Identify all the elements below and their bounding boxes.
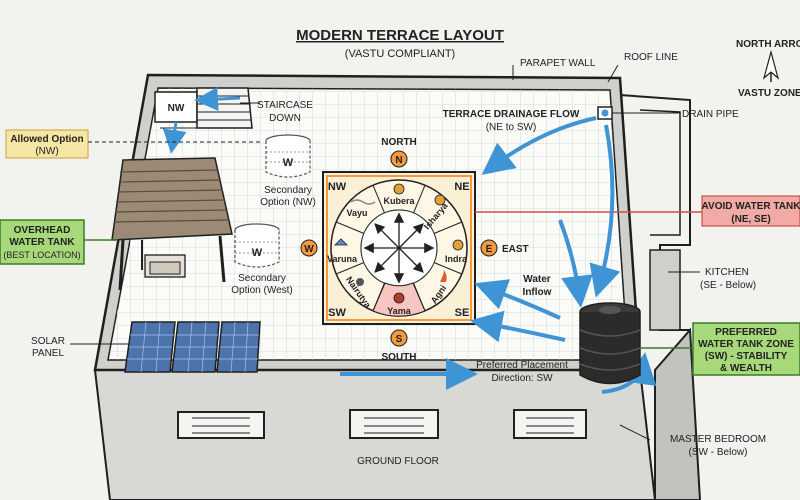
- page-subtitle: (VASTU COMPLIANT): [345, 48, 455, 60]
- master-bedroom-note: (SW - Below): [689, 447, 748, 458]
- overhead-tank-title: OVERHEAD: [14, 225, 71, 236]
- solar-label: SOLAR: [31, 336, 65, 347]
- vastu-compass: [322, 171, 476, 325]
- window: [349, 409, 439, 439]
- window: [177, 411, 265, 439]
- stair-flow-arrow: [162, 121, 187, 154]
- drain-pipe-label: DRAIN PIPE: [682, 109, 739, 120]
- preferred-zone-box: [692, 322, 800, 376]
- page-title: MODERN TERRACE LAYOUT: [296, 27, 504, 44]
- nairutya-icon: [356, 278, 364, 286]
- avoid-box: [701, 195, 800, 227]
- vayu-icon: [350, 199, 376, 205]
- deity-vayu: Vayu: [346, 208, 367, 218]
- east-label: EAST: [502, 244, 529, 255]
- indra-icon: [452, 239, 464, 251]
- secondary-nw-label: Secondary: [264, 185, 312, 196]
- north-label: NORTH: [381, 137, 417, 148]
- badge-s: S: [396, 334, 403, 345]
- preferred-zone-note: (SW) - STABILITY: [705, 351, 788, 362]
- avoid-zones: (NE, SE): [731, 214, 770, 225]
- allowed-option-box: [5, 129, 89, 159]
- drainage-arrows: [340, 116, 657, 394]
- zone-se-label: SE: [455, 307, 470, 319]
- allowed-option-title: Allowed Option: [10, 134, 83, 145]
- preferred-zone-note-2: & WEALTH: [720, 363, 772, 374]
- deity-yama: Yama: [387, 306, 412, 316]
- south-badge: [390, 329, 408, 347]
- deity-varuna: Varuna: [327, 254, 358, 264]
- drain-pipe-icon: [597, 106, 613, 120]
- kitchen-note: (SE - Below): [700, 280, 756, 291]
- isharya-icon: [434, 194, 446, 206]
- preferred-zone-title: PREFERRED: [715, 327, 777, 338]
- drainage-flow-title: TERRACE DRAINAGE FLOW: [443, 109, 580, 120]
- nw-tag: NW: [168, 103, 185, 114]
- solar-panel: [216, 321, 261, 373]
- overhead-tank-subtitle: WATER TANK: [9, 237, 75, 248]
- badge-n: N: [395, 155, 402, 166]
- north-arrow-icon: [762, 49, 780, 82]
- south-label: SOUTH: [382, 352, 417, 363]
- kitchen-label: KITCHEN: [705, 267, 749, 278]
- drainage-flow-direction: (NE to SW): [486, 122, 537, 133]
- solar-panel: [124, 321, 176, 373]
- stair-flow-arrow: [194, 87, 241, 112]
- west-badge: [300, 239, 318, 257]
- window: [513, 409, 587, 439]
- master-bedroom-label: MASTER BEDROOM: [670, 434, 766, 445]
- deity-indra: Indra: [445, 254, 468, 264]
- badge-e: E: [486, 244, 493, 255]
- water-inflow-label: Water: [523, 274, 551, 285]
- east-badge: [480, 239, 498, 257]
- vastu-zone-label: VASTU ZONE: [738, 88, 800, 99]
- secondary-west-zone: Option (West): [231, 285, 293, 296]
- parapet-wall-label: PARAPET WALL: [520, 58, 596, 69]
- solar-panel: [171, 321, 220, 373]
- staircase-down-label: DOWN: [269, 113, 301, 124]
- solar-panel-array: [124, 321, 261, 373]
- yama-icon: [393, 292, 405, 304]
- overhead-tank-box: [0, 219, 85, 265]
- preferred-zone-subtitle: WATER TANK ZONE: [698, 339, 794, 350]
- roof-line-label: ROOF LINE: [624, 52, 678, 63]
- solar-label-2: PANEL: [32, 348, 64, 359]
- preferred-water-tank: [579, 302, 641, 385]
- pergola-structure: [111, 157, 233, 291]
- varuna-icon: [334, 238, 348, 246]
- tank-letter: W: [283, 157, 294, 169]
- kubera-icon: [393, 183, 405, 195]
- zone-nw-label: NW: [328, 181, 347, 193]
- agni-icon: [440, 270, 447, 282]
- overhead-tank-note: (BEST LOCATION): [3, 250, 80, 260]
- placement-direction: Direction: SW: [491, 373, 553, 384]
- north-badge: [390, 150, 408, 168]
- placement-label: Preferred Placement: [476, 360, 568, 371]
- secondary-west-label: Secondary: [238, 273, 286, 284]
- north-arrow-label: NORTH ARROW: [736, 39, 800, 50]
- zone-ne-label: NE: [454, 181, 469, 193]
- ground-floor-label: GROUND FLOOR: [357, 456, 439, 467]
- zone-sw-label: SW: [328, 307, 346, 319]
- deity-kubera: Kubera: [383, 196, 415, 206]
- staircase-label: STAIRCASE: [257, 100, 313, 111]
- avoid-title: AVOID WATER TANK: [702, 201, 800, 212]
- secondary-nw-zone: Option (NW): [260, 197, 316, 208]
- secondary-tank-nw: [265, 134, 311, 178]
- allowed-option-zone: (NW): [35, 146, 58, 157]
- badge-w: W: [304, 244, 314, 255]
- tank-letter: W: [252, 247, 263, 259]
- secondary-tank-west: [234, 223, 280, 268]
- water-inflow-label-2: Inflow: [523, 287, 552, 298]
